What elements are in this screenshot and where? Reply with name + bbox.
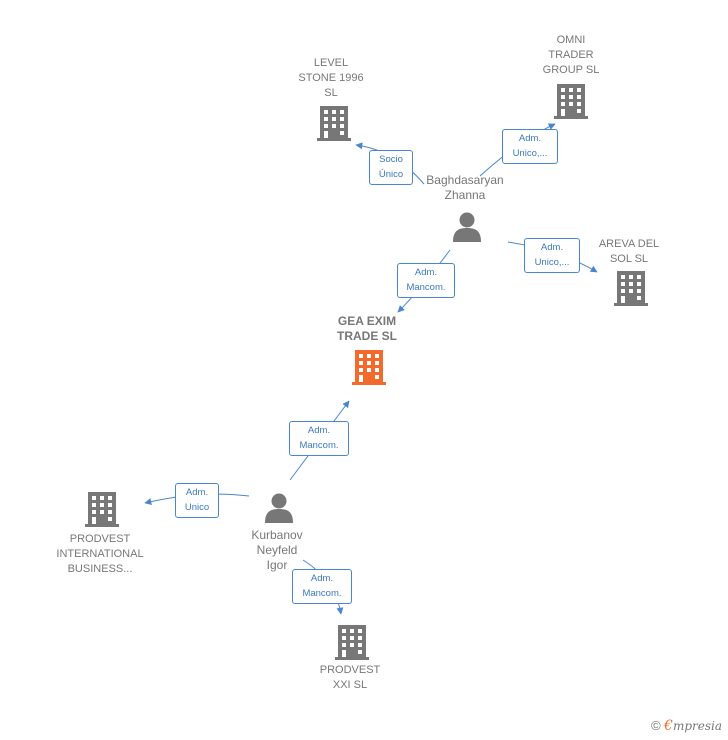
node-areva-label[interactable]: AREVA DEL SOL SL	[598, 238, 660, 265]
node-baghdasaryan-label[interactable]: Baghdasaryan Zhanna	[426, 173, 504, 202]
node-kurbanov-label[interactable]: Kurbanov Neyfeld Igor	[251, 528, 303, 572]
empresia-logo-text: mpresia	[672, 719, 722, 733]
edge-label-adm-mancom-gea1: Adm. Mancom.	[397, 263, 455, 298]
empresia-logo: © €mpresia	[651, 718, 722, 734]
building-icon	[317, 106, 351, 141]
empresia-logo-e: €	[664, 718, 673, 734]
edge-label-adm-unico-omni: Adm. Unico,...	[502, 129, 558, 164]
person-icon	[265, 493, 293, 523]
edge-label-adm-unico-prodvest: Adm. Unico	[175, 483, 219, 518]
building-icon	[85, 492, 119, 527]
copyright-icon: ©	[651, 718, 661, 733]
node-prodvest-xxi-label[interactable]: PRODVEST XXI SL	[319, 664, 381, 691]
building-icon	[335, 625, 369, 660]
node-level-stone-label[interactable]: LEVEL STONE 1996 SL	[298, 57, 364, 99]
building-icon	[614, 271, 648, 306]
person-icon	[453, 212, 481, 242]
node-omni-trader-label[interactable]: OMNI TRADER GROUP SL	[542, 34, 600, 76]
building-icon	[352, 350, 386, 385]
edge-label-adm-mancom-xxi: Adm. Mancom.	[292, 569, 352, 604]
node-gea-exim-label[interactable]: GEA EXIM TRADE SL	[337, 314, 397, 343]
edge-label-socio-unico: Socio Único	[369, 150, 413, 185]
node-prodvest-int-label[interactable]: PRODVEST INTERNATIONAL BUSINESS...	[56, 533, 144, 575]
edge-label-adm-unico-areva: Adm. Unico,...	[524, 238, 580, 273]
building-icon	[554, 84, 588, 119]
edge-label-adm-mancom-gea2: Adm. Mancom.	[289, 421, 349, 456]
